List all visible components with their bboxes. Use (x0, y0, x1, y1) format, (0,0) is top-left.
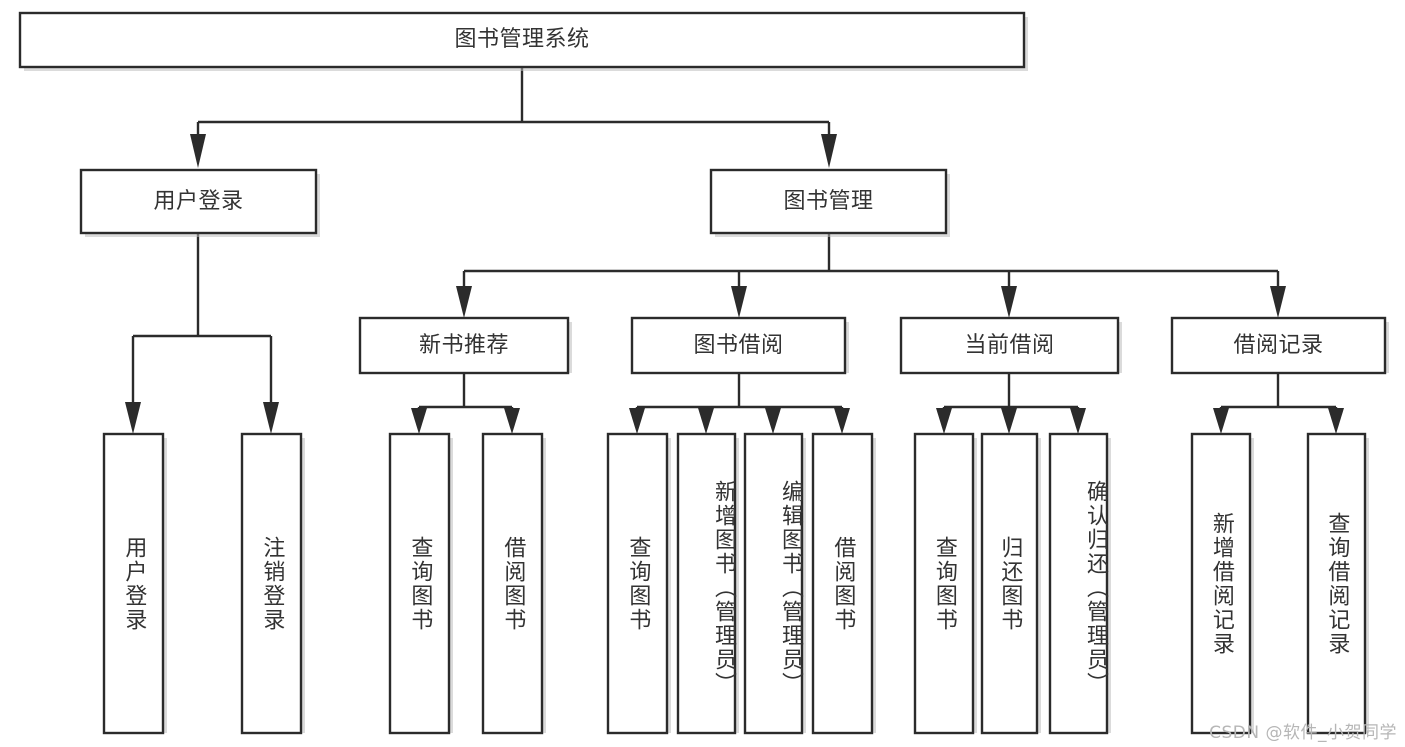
arrow-to-current-borrow (1001, 286, 1017, 318)
connector-layer (125, 67, 1344, 434)
node-box-user-login[interactable] (79, 168, 318, 235)
arrow-to-book-borrow (731, 286, 747, 318)
arrow-to-leaf-bb-query (629, 408, 645, 434)
node-box-book-manage[interactable] (709, 168, 948, 235)
arrow-to-new-book-rec (456, 286, 472, 318)
node-box-leaf-cb-return[interactable] (980, 432, 1039, 735)
arrow-to-book-manage (821, 134, 837, 168)
node-box-new-book-rec[interactable] (358, 316, 570, 375)
node-box-current-borrow[interactable] (899, 316, 1120, 375)
node-box-leaf-br-query[interactable] (1306, 432, 1367, 735)
node-box-leaf-bb-add[interactable] (676, 432, 737, 735)
arrow-to-leaf-rec-query (411, 408, 427, 434)
arrow-to-leaf-bb-borrow (834, 408, 850, 434)
arrow-to-leaf-cb-query (936, 408, 952, 434)
arrow-to-leaf-br-query (1328, 408, 1344, 434)
arrow-to-leaf-user-login (125, 402, 141, 434)
node-box-leaf-rec-borrow[interactable] (481, 432, 544, 735)
node-box-leaf-cb-confirm[interactable] (1048, 432, 1109, 735)
arrow-to-leaf-bb-add (698, 408, 714, 434)
box-layer (18, 11, 1387, 735)
arrow-to-leaf-cb-return (1001, 408, 1017, 434)
node-box-leaf-bb-query[interactable] (606, 432, 669, 735)
node-box-borrow-record[interactable] (1170, 316, 1387, 375)
watermark-text: CSDN @软件_小贺同学 (1209, 723, 1397, 743)
arrow-to-leaf-cb-confirm (1070, 408, 1086, 434)
node-box-leaf-br-add[interactable] (1190, 432, 1252, 735)
arrow-to-leaf-rec-borrow (504, 408, 520, 434)
arrow-to-leaf-bb-edit (765, 408, 781, 434)
arrow-to-user-login (190, 134, 206, 168)
node-box-leaf-cb-query[interactable] (913, 432, 975, 735)
node-box-leaf-user-login[interactable] (102, 432, 165, 735)
node-box-leaf-user-logout[interactable] (240, 432, 303, 735)
node-box-leaf-rec-query[interactable] (388, 432, 451, 735)
node-box-leaf-bb-borrow[interactable] (811, 432, 874, 735)
arrow-to-borrow-record (1270, 286, 1286, 318)
node-box-book-borrow[interactable] (630, 316, 847, 375)
node-box-leaf-bb-edit[interactable] (743, 432, 804, 735)
node-box-root[interactable] (18, 11, 1026, 69)
arrow-to-leaf-br-add (1213, 408, 1229, 434)
arrow-to-leaf-user-logout (263, 402, 279, 434)
